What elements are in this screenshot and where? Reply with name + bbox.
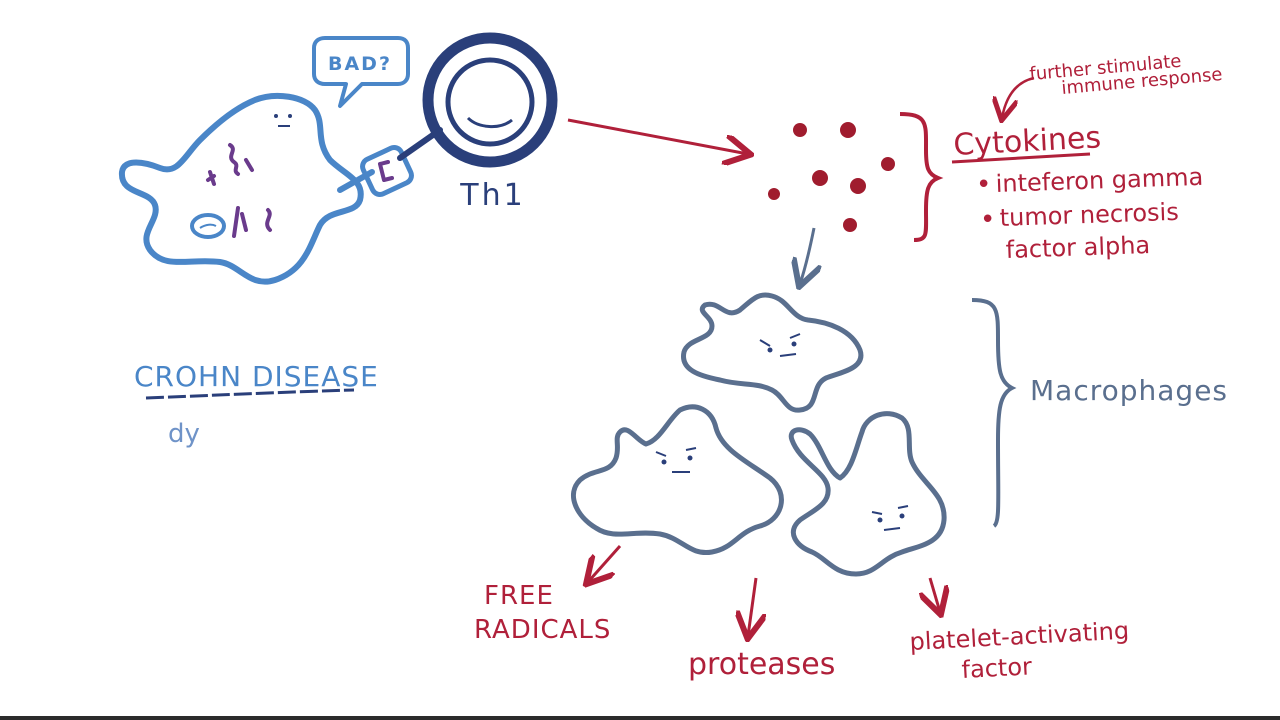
arrow-th1-to-cytokines bbox=[567, 118, 748, 154]
proteases-label: proteases bbox=[688, 647, 835, 682]
speech-bubble-text: BAD? bbox=[328, 53, 392, 75]
macrophage-right bbox=[788, 411, 947, 577]
mhc-receptor-link bbox=[337, 127, 443, 197]
note-arrow bbox=[1002, 76, 1035, 118]
macrophages-label: Macrophages bbox=[1030, 374, 1228, 407]
th1-label: Th1 bbox=[459, 178, 525, 213]
arrow-cytokines-to-macrophages bbox=[800, 227, 814, 284]
cytokine-item-2-line1: tumor necrosis bbox=[999, 198, 1179, 232]
disease-sub: dy bbox=[168, 419, 200, 449]
cytokine-bullet-1: • bbox=[976, 170, 991, 200]
th1-cell bbox=[422, 32, 558, 168]
cytokines-underline bbox=[951, 152, 1091, 164]
antigen-presenting-cell bbox=[119, 92, 364, 285]
macrophage-left bbox=[570, 404, 784, 556]
arrow-to-paf bbox=[930, 577, 940, 612]
arrow-to-free-radicals bbox=[588, 545, 622, 582]
macrophages-brace bbox=[971, 298, 1017, 528]
disease-title: CROHN DISEASE bbox=[134, 360, 379, 393]
free-radicals-line2: RADICALS bbox=[474, 615, 611, 645]
disease-underline bbox=[145, 388, 355, 400]
cytokine-item-1: inteferon gamma bbox=[995, 163, 1203, 198]
cytokine-bullet-2: • bbox=[980, 205, 995, 235]
cytokine-dots bbox=[768, 122, 895, 232]
free-radicals-line1: FREE bbox=[484, 581, 554, 611]
macrophage-top bbox=[681, 292, 864, 413]
paf-line2: factor bbox=[961, 652, 1033, 684]
cytokines-brace bbox=[899, 112, 944, 242]
cytokine-item-2-line2: factor alpha bbox=[1005, 231, 1150, 264]
arrow-to-proteases bbox=[748, 577, 756, 636]
paf-line1: platelet-activating bbox=[909, 617, 1130, 656]
speech-bubble bbox=[312, 36, 410, 108]
video-bottom-edge bbox=[0, 716, 1280, 720]
